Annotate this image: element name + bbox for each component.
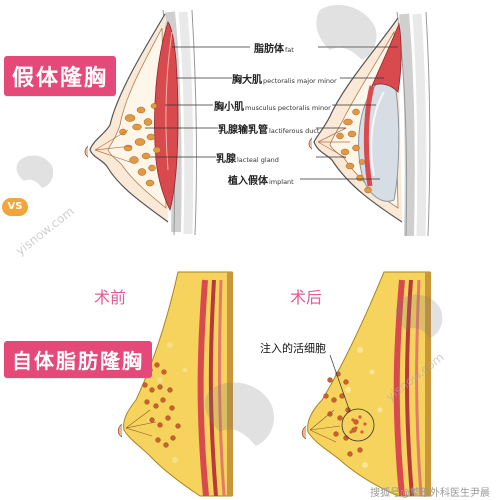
breast-anatomy-right — [308, 11, 431, 237]
injection-note: 注入的活细胞 — [260, 342, 326, 355]
breast-before-illustration — [117, 271, 233, 497]
breast-anatomy-left — [84, 9, 197, 236]
label-pectoralis-minor: 胸小肌musculus pectoralis minor — [214, 102, 331, 113]
after-label: 术后 — [290, 288, 323, 307]
vs-badge: VS — [2, 198, 28, 216]
label-fat: 脂肪体fat — [254, 44, 294, 55]
breast-after-illustration — [301, 271, 431, 497]
label-lactiferous-duct: 乳腺输乳管lactiferous duct — [218, 125, 320, 136]
label-pectoralis-major: 胸大肌pectoralis major minor — [232, 75, 337, 86]
credit-text: 搜狐号@整形外科医生尹晨 — [370, 488, 490, 499]
implant-anatomy-diagram — [84, 9, 431, 237]
fat-grafting-diagram — [117, 271, 431, 497]
before-label: 术前 — [94, 288, 127, 307]
label-implant: 植入假体implant — [228, 176, 294, 187]
label-leader-lines — [145, 46, 398, 180]
label-lacteal-gland: 乳腺lacteal gland — [216, 154, 279, 165]
implant-augmentation-title: 假体隆胸 — [4, 56, 117, 96]
fat-augmentation-title: 自体脂肪隆胸 — [4, 341, 152, 378]
